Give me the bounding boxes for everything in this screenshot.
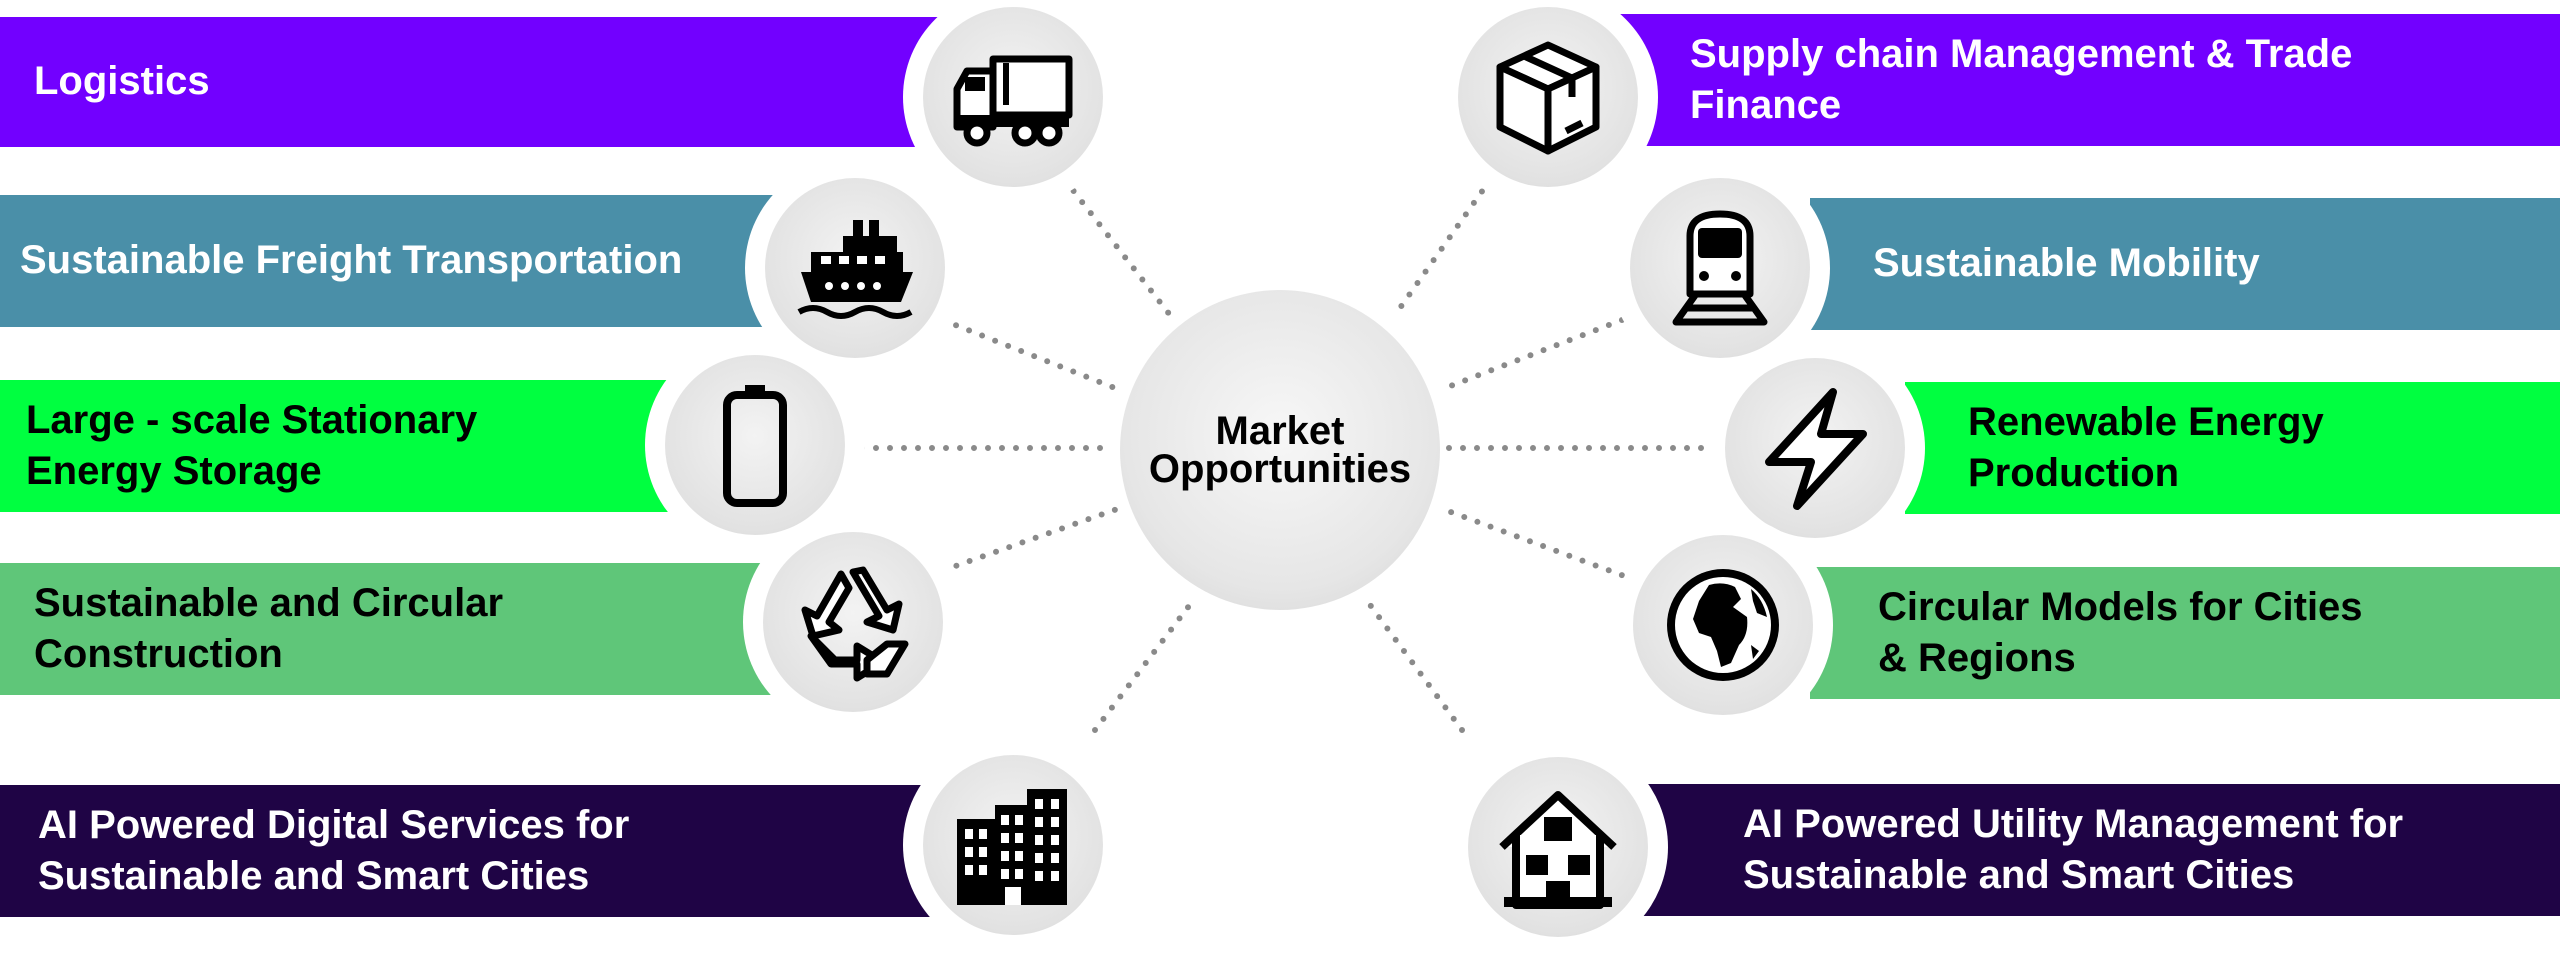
connector-line — [1437, 312, 1638, 393]
label-logistics: Logistics — [34, 59, 210, 104]
battery-icon — [665, 355, 845, 535]
train-icon — [1630, 178, 1810, 358]
connector-line — [1437, 505, 1638, 583]
market-opportunities-hub: Market Opportunities — [1120, 290, 1440, 610]
recycle-icon — [763, 532, 943, 712]
banner-stationary-energy-storage: Large - scale Stationary Energy Storage — [0, 380, 695, 512]
label-sustainable-freight-transportation: Sustainable Freight Transportation — [20, 238, 683, 283]
house-icon — [1468, 757, 1648, 937]
banner-circular-models-cities-regions: Circular Models for Cities & Regions — [1810, 567, 2560, 699]
connector-line — [1062, 177, 1173, 318]
banner-renewable-energy-production: Renewable Energy Production — [1905, 382, 2560, 514]
banner-sustainable-circular-construction: Sustainable and Circular Construction — [0, 563, 780, 695]
label-sustainable-mobility: Sustainable Mobility — [1873, 241, 2260, 286]
hub-title-line1: Market — [1215, 409, 1345, 453]
banner-ai-utility-management: AI Powered Utility Management for Sustai… — [1640, 784, 2560, 916]
hub-title-line2: Opportunities — [1148, 447, 1412, 491]
label-ai-utility-management: AI Powered Utility Management for Sustai… — [1743, 801, 2404, 897]
banner-ai-digital-services: AI Powered Digital Services for Sustaina… — [0, 785, 940, 917]
ship-icon — [765, 178, 945, 358]
connector-lines — [845, 177, 1718, 733]
label-stationary-energy-storage: Large - scale Stationary Energy Storage — [26, 397, 478, 493]
connector-line — [927, 312, 1123, 393]
connector-line — [1392, 177, 1493, 318]
banner-logistics: Logistics — [0, 17, 955, 147]
label-supply-chain-trade-finance: Supply chain Management & Trade Finance — [1690, 31, 2353, 127]
label-sustainable-circular-construction: Sustainable and Circular Construction — [34, 580, 504, 676]
connector-line — [1362, 595, 1465, 733]
buildings-icon — [923, 755, 1103, 935]
banner-supply-chain-trade-finance: Supply chain Management & Trade Finance — [1620, 14, 2560, 146]
banner-sustainable-mobility: Sustainable Mobility — [1810, 198, 2560, 330]
globe-icon — [1633, 535, 1813, 715]
label-renewable-energy-production: Renewable Energy Production — [1968, 399, 2324, 495]
connector-line — [1092, 595, 1198, 733]
label-circular-models-cities-regions: Circular Models for Cities & Regions — [1878, 584, 2363, 680]
label-ai-digital-services: AI Powered Digital Services for Sustaina… — [38, 802, 630, 898]
connector-line — [927, 505, 1123, 578]
market-opportunities-diagram: Logistics Sustainable Freight Transporta… — [0, 7, 2560, 937]
package-icon — [1458, 7, 1638, 187]
truck-icon — [923, 7, 1103, 187]
banner-sustainable-freight-transportation: Sustainable Freight Transportation — [0, 195, 790, 327]
lightning-icon — [1725, 358, 1905, 538]
